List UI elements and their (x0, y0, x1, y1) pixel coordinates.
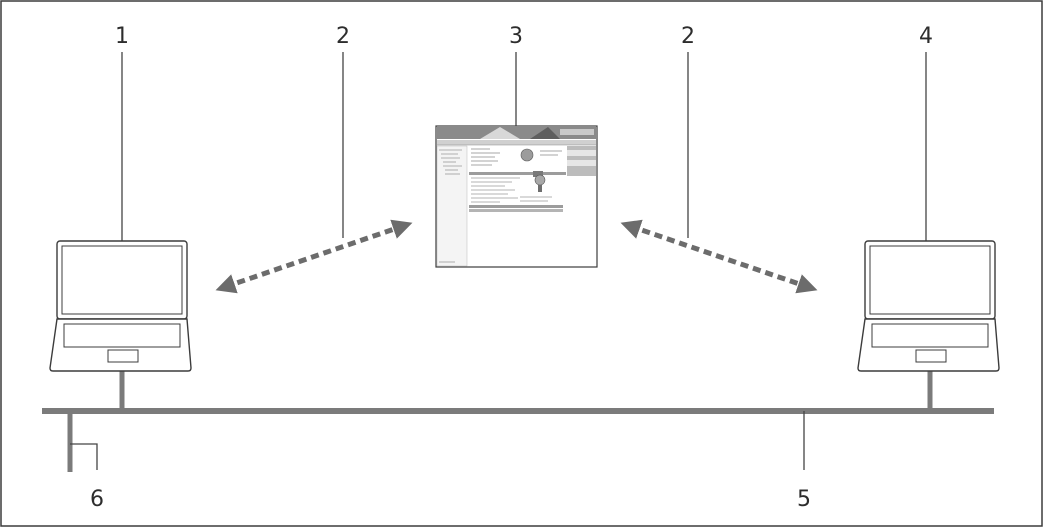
arrow-right-bidirectional (620, 219, 818, 294)
laptop-left-icon (49, 240, 192, 372)
leader-6 (70, 443, 98, 470)
arrow-left-bidirectional (215, 219, 413, 294)
web-browser-window-icon (435, 125, 598, 268)
laptop-right-icon (857, 240, 1000, 372)
leader-lines (70, 52, 927, 470)
